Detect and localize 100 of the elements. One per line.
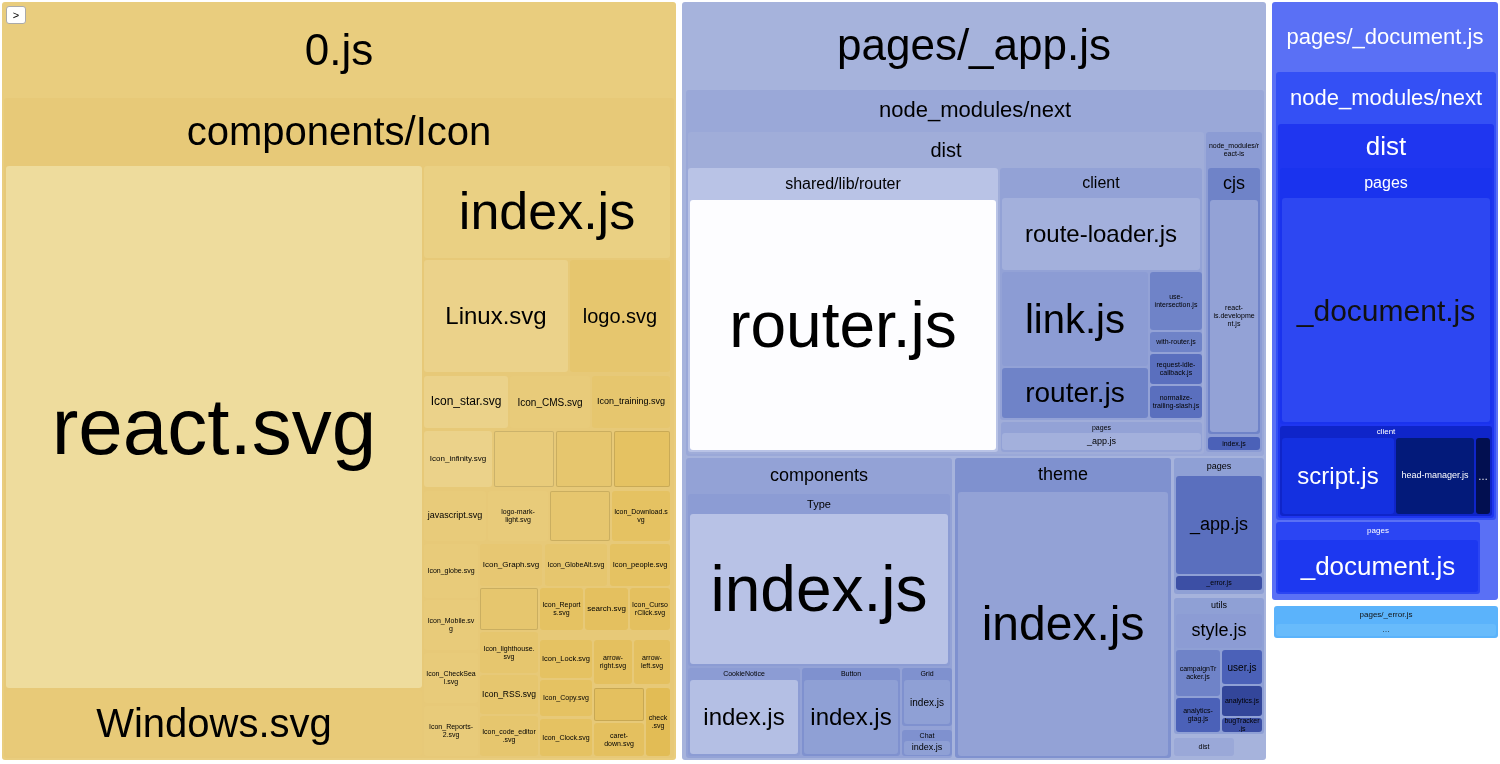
file-name: … [1478,470,1488,482]
folder-name: client [1376,427,1396,437]
file-name: search.svg [587,604,626,614]
folder-name: theme [1038,465,1088,485]
file-tile [634,640,670,684]
file-name: router.js [729,289,957,361]
file-tile [1150,386,1202,418]
file-tile [630,588,670,630]
folder-tile [688,132,1204,454]
file-name: _app.js [1087,436,1116,447]
folder-name: components [769,466,869,486]
file-name: Linux.svg [445,302,547,330]
file-tile [1396,438,1474,514]
file-name: _document.js [1300,551,1456,581]
folder-tile [688,668,800,756]
folder-tile [902,730,952,756]
file-name: logo.svg [582,305,658,327]
file-name: javascript.svg [427,511,483,521]
file-name: react.svg [51,383,377,471]
sidebar-toggle-button: > [6,6,26,24]
file-name: Icon_infinity.svg [429,454,487,464]
folder-tile [1274,606,1498,638]
file-tile [1282,438,1394,514]
file-tile [594,723,644,756]
file-tile [1278,540,1478,592]
file-tile [1276,624,1496,636]
file-name: Icon_Graph.svg [482,560,540,570]
file-name: Icon_CMS.svg [517,396,583,408]
folder-name: pages/_error.js [1359,610,1413,620]
file-name: index.js [703,703,785,731]
file-name: router.js [1025,377,1125,409]
folder-tile [1206,132,1262,452]
file-name: index.js [910,696,944,708]
file-tile [1208,437,1260,450]
folder-name: pages [1367,526,1389,536]
folder-name: 0.js [304,25,374,75]
folder-name: cjs [1223,174,1245,194]
folder-tile [1280,426,1492,516]
folder-name: dist [930,139,962,161]
file-name: index.js [911,743,943,753]
folder-tile [686,458,952,758]
file-name: head-manager.js [1401,471,1469,481]
file-tile [6,166,422,688]
file-tile [614,431,670,487]
file-tile [494,431,554,487]
folder-tile [686,90,1264,456]
file-tile [594,688,644,721]
file-name: Icon_star.svg [430,395,502,409]
folder-name: Type [807,497,831,511]
folder-tile [1174,598,1264,734]
file-name: link.js [1025,297,1125,341]
file-name: index.js [710,553,928,625]
file-tile [1150,354,1202,384]
file-tile [585,588,628,630]
file-tile [550,491,610,541]
folder-name: shared/lib/router [785,175,901,193]
file-name: Windows.svg [96,701,332,745]
file-tile [1176,576,1262,590]
folder-tile [1174,458,1264,594]
folder-name: pages/_app.js [837,20,1111,70]
file-tile [1176,650,1220,696]
file-tile [690,680,798,754]
folder-tile [1208,168,1260,434]
folder-name: components/Icon [186,109,492,153]
file-tile [1150,332,1202,352]
folder-name: client [1082,174,1120,192]
folder-name: pages [1364,174,1408,192]
file-tile [556,431,612,487]
folder-tile [1000,168,1202,420]
folder-name: pages [1206,462,1232,472]
file-tile [1002,368,1148,418]
folder-tile [1276,522,1480,594]
file-tile [1222,686,1262,716]
file-name: index.js [810,703,892,731]
folder-name: pages/_document.js [1286,24,1484,50]
file-name: … [1382,625,1390,635]
file-tile [646,688,670,756]
file-name: _document.js [1296,293,1476,327]
folder-name: node_modules/next [879,97,1071,123]
file-name: index.js [458,183,636,241]
folder-name: node_modules/next [1290,85,1482,111]
file-tile [594,640,632,684]
folder-tile [682,2,1266,760]
file-tile [1210,200,1258,432]
file-tile [1176,476,1262,574]
file-name: style.js [1191,621,1247,641]
folder-name: dist [1365,131,1407,161]
file-name: script.js [1297,462,1379,490]
folder-tile [1272,2,1498,600]
file-tile [1150,272,1202,330]
file-tile [1476,438,1490,514]
file-name: Icon_training.svg [596,397,665,407]
file-tile [480,588,538,630]
file-name: Icon_RSS.svg [482,689,536,700]
file-tile [1222,650,1262,684]
file-name: index.js [981,597,1145,651]
folder-name: utils [1211,601,1227,611]
file-name: _app.js [1189,515,1248,535]
file-tile [1176,698,1220,732]
file-tile [904,741,950,755]
